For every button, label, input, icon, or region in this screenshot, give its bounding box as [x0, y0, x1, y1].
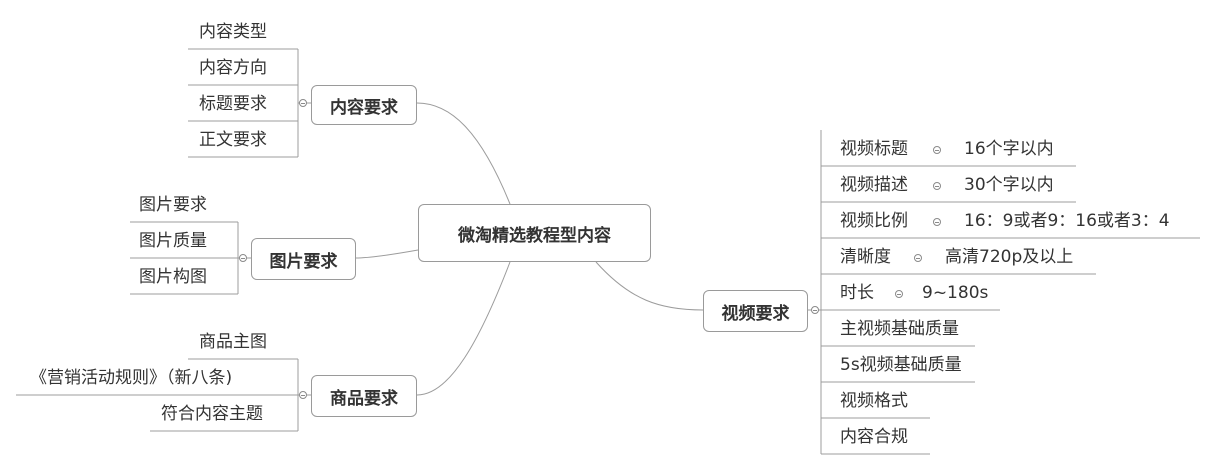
- topic-video-requirements[interactable]: 视频要求: [703, 290, 808, 332]
- subtopic[interactable]: 视频标题: [840, 139, 908, 159]
- subtopic[interactable]: 正文要求: [199, 130, 267, 150]
- topic-label: 图片要求: [269, 251, 338, 272]
- subtopic[interactable]: 《营销活动规则》（新八条): [30, 368, 233, 388]
- collapse-toggle-icon[interactable]: [299, 99, 307, 107]
- subtopic[interactable]: 图片质量: [139, 231, 207, 251]
- subtopic[interactable]: 时长: [840, 283, 874, 303]
- topic-label: 视频要求: [721, 303, 790, 324]
- topic-label: 商品要求: [330, 388, 398, 409]
- subtopic[interactable]: 图片构图: [139, 267, 207, 287]
- collapse-toggle-icon[interactable]: [239, 254, 247, 262]
- subtopic[interactable]: 主视频基础质量: [840, 319, 959, 339]
- topic-image-requirements[interactable]: 图片要求: [251, 238, 356, 280]
- subtopic-note[interactable]: 16：9或者9：16或者3：4: [964, 211, 1170, 231]
- collapse-toggle-icon[interactable]: [933, 146, 941, 154]
- subtopic-note[interactable]: 16个字以内: [964, 139, 1054, 159]
- subtopic[interactable]: 5s视频基础质量: [840, 355, 962, 375]
- collapse-toggle-icon[interactable]: [811, 306, 819, 314]
- topic-content-requirements[interactable]: 内容要求: [311, 85, 417, 125]
- topic-product-requirements[interactable]: 商品要求: [311, 375, 417, 417]
- subtopic[interactable]: 符合内容主题: [161, 404, 263, 424]
- subtopic-note[interactable]: 高清720p及以上: [945, 247, 1074, 267]
- collapse-toggle-icon[interactable]: [933, 218, 941, 226]
- subtopic-note[interactable]: 30个字以内: [964, 175, 1054, 195]
- root-topic-label: 微淘精选教程型内容: [458, 225, 611, 246]
- subtopic[interactable]: 视频格式: [840, 391, 908, 411]
- subtopic[interactable]: 内容合规: [840, 427, 908, 447]
- subtopic[interactable]: 内容方向: [199, 58, 267, 78]
- collapse-toggle-icon[interactable]: [299, 391, 307, 399]
- subtopic[interactable]: 图片要求: [139, 195, 207, 215]
- collapse-toggle-icon[interactable]: [933, 182, 941, 190]
- collapse-toggle-icon[interactable]: [895, 290, 903, 298]
- subtopic-note[interactable]: 9~180s: [922, 283, 989, 303]
- subtopic[interactable]: 标题要求: [199, 94, 267, 114]
- root-topic[interactable]: 微淘精选教程型内容: [418, 204, 651, 262]
- subtopic[interactable]: 内容类型: [199, 22, 267, 42]
- subtopic[interactable]: 清晰度: [840, 247, 891, 267]
- collapse-toggle-icon[interactable]: [914, 254, 922, 262]
- subtopic[interactable]: 视频比例: [840, 211, 908, 231]
- topic-label: 内容要求: [330, 97, 398, 118]
- subtopic[interactable]: 视频描述: [840, 175, 908, 195]
- subtopic[interactable]: 商品主图: [199, 332, 267, 352]
